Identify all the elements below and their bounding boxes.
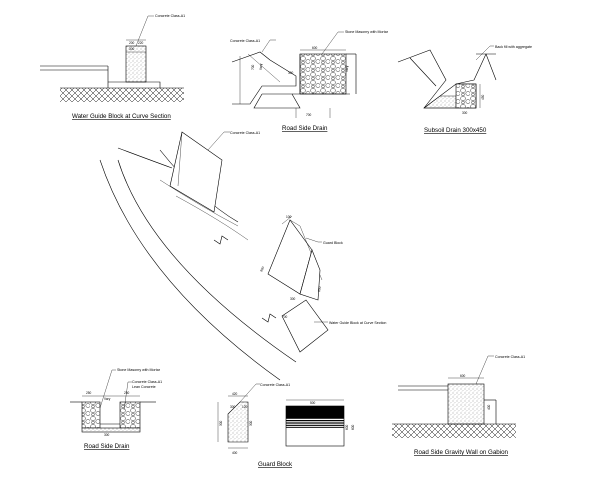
label-concrete-class: Concrete Class-A1 [260, 383, 290, 387]
dim-text: 300 [104, 433, 110, 437]
dim-text: 450 [481, 94, 485, 100]
label-stone-masonry: Stone Masonry with Mortar [117, 368, 161, 372]
gravity-wall-drawing: 600 400 Concrete Class-A1 Road Side Grav… [392, 355, 525, 456]
dim-text: Vary [345, 65, 349, 72]
dim-text: 300 [129, 47, 135, 51]
label-concrete-class: Concrete Class-A1 [230, 39, 260, 43]
dim-text: 400 [487, 404, 491, 410]
dim-text: 300 [230, 405, 236, 409]
road-side-drain-bottom-drawing: 250 250 Vary 300 Stone Masonry with Mort… [70, 368, 162, 450]
label-water-guide-block: Water Guide Block at Curve Section [329, 321, 386, 325]
dim-text: 600 [312, 46, 318, 50]
dim-text: 120 [242, 405, 248, 409]
dim-text: Vary [259, 63, 263, 70]
road-side-drain-top-drawing: Concrete Class-A1 Stone Masonry with Mor… [230, 30, 389, 132]
label-lean-concrete: Lean Concrete [132, 385, 156, 389]
dim-text: 420 [232, 392, 238, 396]
subsoil-drain-drawing: 450 300 Back fill with aggregate Subsoil… [397, 45, 532, 134]
dim-text: 300 [249, 420, 253, 426]
drawing-title: Road Side Drain [282, 125, 328, 132]
drawing-title: Road Side Gravity Wall on Gabion [414, 449, 509, 456]
label-concrete-class: Concrete Class-A1 [155, 14, 185, 18]
dim-text: 700 [306, 113, 312, 117]
curve-plan-drawing: 100 800 300 800 700 Concrete Class-A1 Gu… [99, 131, 386, 381]
dim-text: 100 [286, 215, 292, 219]
drawing-title: Road Side Drain [84, 443, 130, 450]
dim-text: 800 [317, 286, 322, 292]
dim-text: 200 [129, 41, 135, 45]
dim-text: 700 [251, 64, 255, 70]
dim-text: 600 [351, 424, 355, 430]
dim-text: 300 [290, 297, 296, 301]
dim-text: 700 [282, 315, 288, 319]
dim-text: 250 [124, 391, 130, 395]
dim-text: 600 [460, 374, 466, 378]
dim-text: 300 [462, 111, 468, 115]
water-guide-block-section-drawing: Concrete Class-A1 200 220 300 Water Guid… [40, 14, 185, 120]
drawing-title: Subsoil Drain 300x450 [424, 127, 487, 134]
dim-text: 250 [86, 391, 92, 395]
dim-text: 300 [219, 420, 223, 426]
drawing-title: Guard Block [258, 461, 293, 468]
guard-block-drawing: 420 300 120 300 300 400 500 600 600 Conc… [217, 383, 355, 468]
dim-text: 500 [310, 401, 316, 405]
dim-text: 300 [288, 71, 294, 75]
dim-text: Vary [104, 397, 111, 401]
drawing-title: Water Guide Block at Curve Section [72, 113, 171, 120]
label-concrete-class: Concrete Class-A1 [495, 355, 525, 359]
label-stone-masonry: Stone Masonry with Mortar [345, 30, 389, 34]
dim-text: 600 [345, 424, 349, 430]
label-concrete-class: Concrete Class-A1 [230, 131, 260, 135]
dim-text: 220 [138, 41, 144, 45]
label-concrete-class: Concrete Class-A1 [132, 380, 162, 384]
dim-text: 800 [259, 266, 265, 273]
label-back-fill: Back fill with aggregate [495, 45, 532, 49]
label-guard-block: Guard Block [323, 241, 343, 245]
dim-text: 400 [232, 451, 238, 455]
